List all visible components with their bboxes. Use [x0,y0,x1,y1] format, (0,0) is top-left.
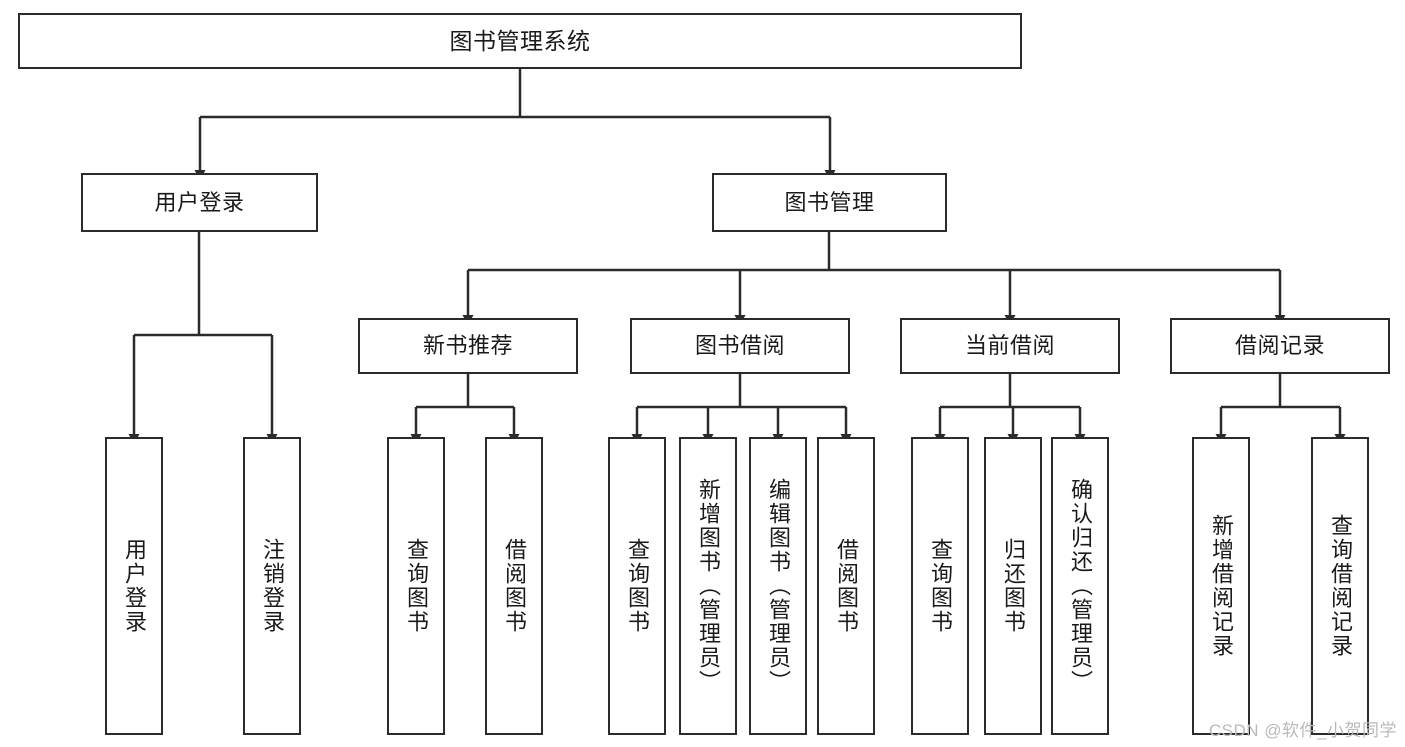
node-leaf-cb-query[interactable]: 查询图书 [911,437,969,735]
node-leaf-cb-confirm[interactable]: 确认归还（管理员） [1051,437,1109,735]
node-label: 图书管理系统 [449,27,591,54]
node-label: 查询图书 [928,538,953,634]
node-label: 确认归还（管理员） [1068,478,1093,694]
node-label: 当前借阅 [964,333,1055,359]
node-l3-borrow-record[interactable]: 借阅记录 [1170,318,1390,374]
node-label: 查询图书 [404,538,429,634]
node-leaf-rec-query[interactable]: 查询图书 [387,437,445,735]
node-leaf-cb-return[interactable]: 归还图书 [984,437,1042,735]
node-leaf-bb-edit[interactable]: 编辑图书（管理员） [749,437,807,735]
node-root[interactable]: 图书管理系统 [18,13,1022,69]
node-leaf-br-add[interactable]: 新增借阅记录 [1192,437,1250,735]
node-label: 新增借阅记录 [1209,514,1234,658]
node-leaf-br-query[interactable]: 查询借阅记录 [1311,437,1369,735]
node-label: 归还图书 [1001,538,1026,634]
node-label: 编辑图书（管理员） [766,478,791,694]
watermark: CSDN @软件_小贺同学 [1208,721,1397,740]
node-label: 图书管理 [784,189,875,215]
node-label: 用户登录 [154,189,245,215]
node-l3-book-borrow[interactable]: 图书借阅 [630,318,850,374]
node-label: 借阅图书 [834,538,859,634]
node-label: 借阅记录 [1234,333,1325,359]
node-label: 新书推荐 [422,333,513,359]
node-label: 图书借阅 [694,333,785,359]
node-l3-new-book-rec[interactable]: 新书推荐 [358,318,578,374]
node-l3-current-borrow[interactable]: 当前借阅 [900,318,1120,374]
node-leaf-rec-borrow[interactable]: 借阅图书 [485,437,543,735]
node-label: 查询借阅记录 [1328,514,1353,658]
node-label: 用户登录 [122,538,147,634]
node-leaf-bb-query[interactable]: 查询图书 [608,437,666,735]
node-leaf-user-logout[interactable]: 注销登录 [243,437,301,735]
node-leaf-bb-add[interactable]: 新增图书（管理员） [679,437,737,735]
node-label: 查询图书 [625,538,650,634]
node-leaf-bb-borrow[interactable]: 借阅图书 [817,437,875,735]
node-label: 新增图书（管理员） [696,478,721,694]
node-label: 注销登录 [260,538,285,634]
node-l2-book-manage[interactable]: 图书管理 [712,173,947,232]
node-label: 借阅图书 [502,538,527,634]
node-l2-user-login[interactable]: 用户登录 [81,173,318,232]
node-leaf-user-login[interactable]: 用户登录 [105,437,163,735]
edge-paths [128,69,1346,444]
